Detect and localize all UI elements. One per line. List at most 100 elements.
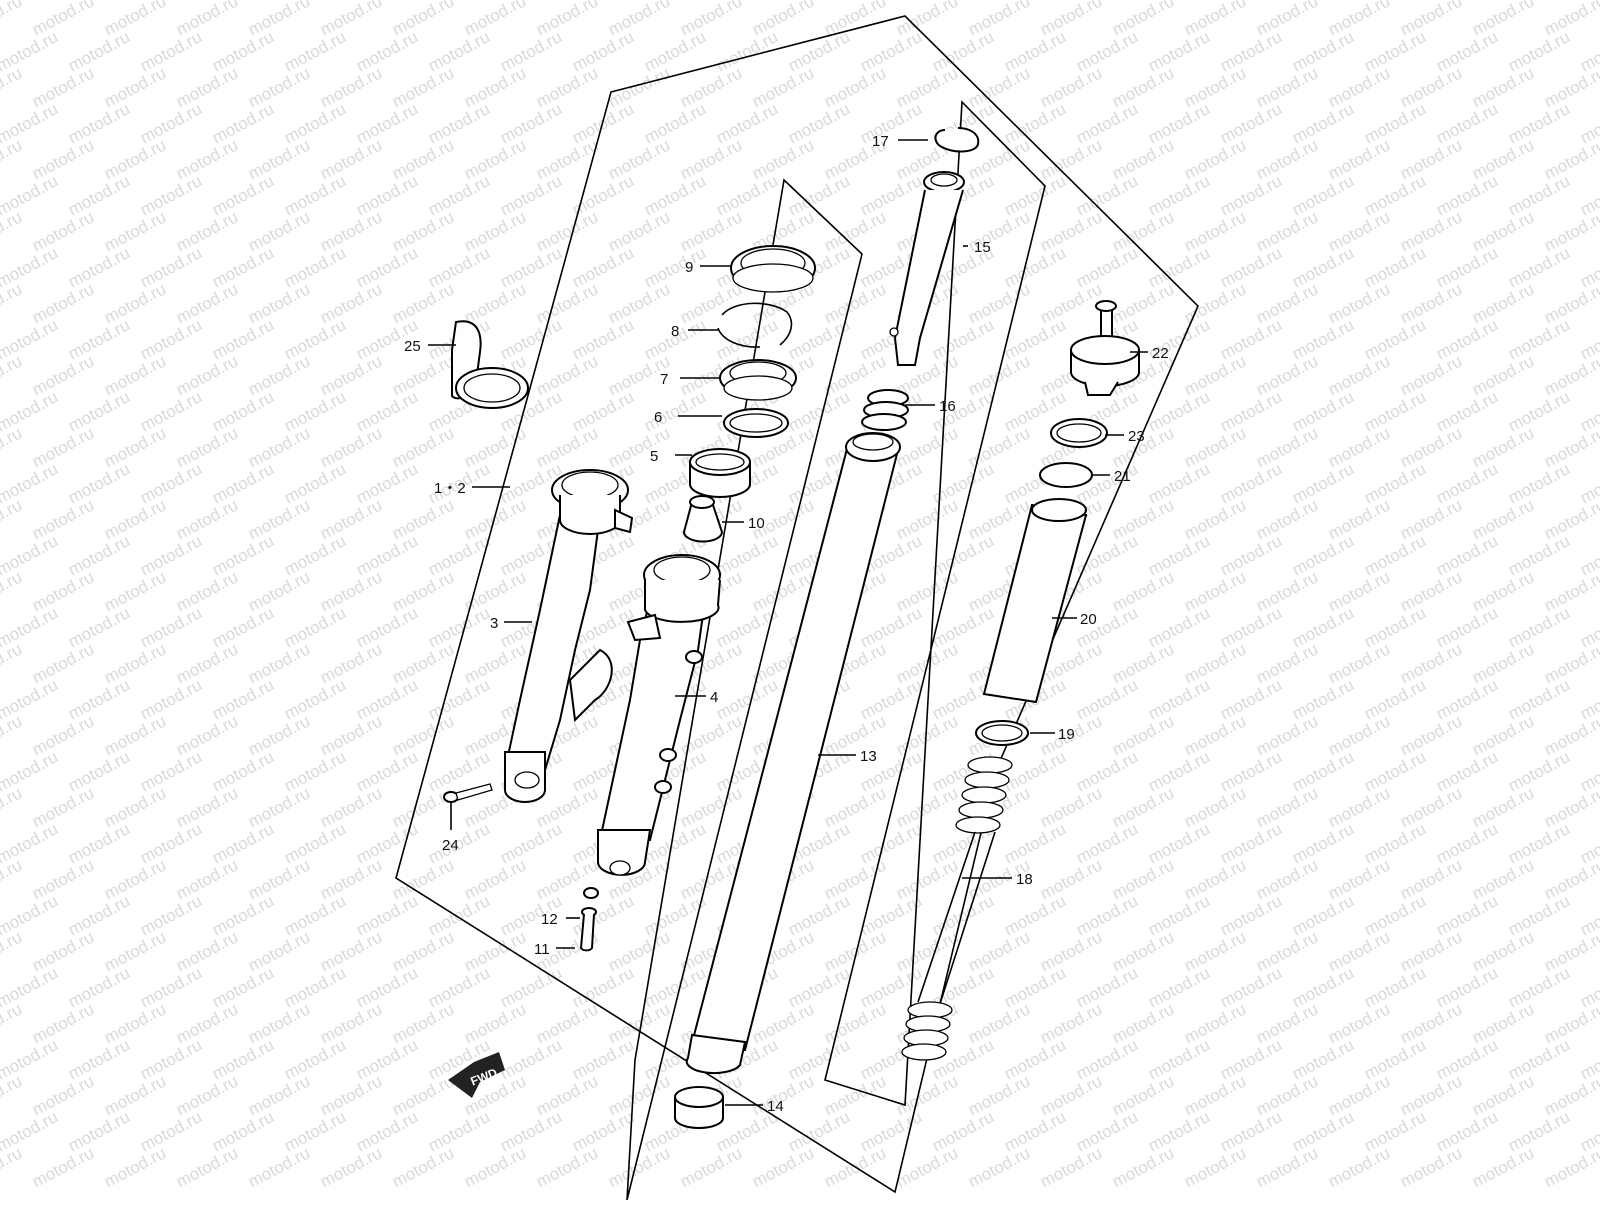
watermark-text: motod.ru xyxy=(209,27,277,75)
watermark-text: motod.ru xyxy=(497,99,565,147)
watermark-text: motod.ru xyxy=(1109,639,1177,687)
watermark-text: motod.ru xyxy=(533,423,601,471)
callout-21: 21 xyxy=(1114,468,1131,485)
watermark-text: motod.ru xyxy=(1541,207,1600,255)
watermark-text: motod.ru xyxy=(1541,135,1600,183)
watermark-text: motod.ru xyxy=(173,351,241,399)
watermark-text: motod.ru xyxy=(353,531,421,579)
watermark-text: motod.ru xyxy=(1217,675,1285,723)
watermark-text: motod.ru xyxy=(497,27,565,75)
watermark-text: motod.ru xyxy=(173,999,241,1047)
watermark-text: motod.ru xyxy=(281,819,349,867)
watermark-text: motod.ru xyxy=(1145,243,1213,291)
watermark-text: motod.ru xyxy=(1397,351,1465,399)
watermark-text: motod.ru xyxy=(281,459,349,507)
callout-7: 7 xyxy=(660,371,668,388)
watermark-text: motod.ru xyxy=(1001,243,1069,291)
watermark-text: motod.ru xyxy=(1541,999,1600,1047)
watermark-text: motod.ru xyxy=(1109,855,1177,903)
watermark-text: motod.ru xyxy=(65,315,133,363)
watermark-text: motod.ru xyxy=(1469,207,1537,255)
watermark-text: motod.ru xyxy=(317,495,385,543)
callout-13: 13 xyxy=(860,748,877,765)
watermark-text: motod.ru xyxy=(785,99,853,147)
watermark-text: motod.ru xyxy=(821,783,889,831)
watermark-text: motod.ru xyxy=(1469,999,1537,1047)
watermark-text: motod.ru xyxy=(1361,1107,1429,1155)
watermark-text: motod.ru xyxy=(1541,351,1600,399)
watermark-text: motod.ru xyxy=(1325,783,1393,831)
watermark-text: motod.ru xyxy=(281,675,349,723)
watermark-text: motod.ru xyxy=(353,387,421,435)
watermark-text: motod.ru xyxy=(1433,747,1501,795)
watermark-text: motod.ru xyxy=(245,711,313,759)
watermark-text: motod.ru xyxy=(1361,819,1429,867)
watermark-text: motod.ru xyxy=(461,1143,529,1191)
watermark-text: motod.ru xyxy=(389,639,457,687)
watermark-text: motod.ru xyxy=(1037,855,1105,903)
watermark-text: motod.ru xyxy=(1217,1035,1285,1083)
watermark-text: motod.ru xyxy=(137,675,205,723)
watermark-text: motod.ru xyxy=(1253,135,1321,183)
watermark-text: motod.ru xyxy=(1397,207,1465,255)
watermark-text: motod.ru xyxy=(137,171,205,219)
watermark-text: motod.ru xyxy=(1397,927,1465,975)
watermark-text: motod.ru xyxy=(569,1035,637,1083)
watermark-text: motod.ru xyxy=(425,531,493,579)
watermark-text: motod.ru xyxy=(1325,207,1393,255)
watermark-text: motod.ru xyxy=(1505,819,1573,867)
watermark-text: motod.ru xyxy=(1145,819,1213,867)
watermark-text: motod.ru xyxy=(1289,1035,1357,1083)
watermark-text: motod.ru xyxy=(29,351,97,399)
callout-8: 8 xyxy=(671,323,679,340)
watermark-text: motod.ru xyxy=(1469,135,1537,183)
callout-17: 17 xyxy=(872,133,889,150)
watermark-text: motod.ru xyxy=(317,1143,385,1191)
callout-12: 12 xyxy=(541,911,558,928)
watermark-text: motod.ru xyxy=(1073,819,1141,867)
damper-group-outline xyxy=(824,100,1046,1107)
watermark-text: motod.ru xyxy=(245,639,313,687)
watermark-text: motod.ru xyxy=(1181,855,1249,903)
watermark-text: motod.ru xyxy=(101,1071,169,1119)
watermark-text: motod.ru xyxy=(1253,927,1321,975)
part-5-guide-bushing xyxy=(689,448,751,498)
watermark-text: motod.ru xyxy=(1109,495,1177,543)
watermark-text: motod.ru xyxy=(317,783,385,831)
watermark-text: motod.ru xyxy=(1541,639,1600,687)
callout-1-2: 1・2 xyxy=(434,480,466,497)
watermark-text: motod.ru xyxy=(1289,99,1357,147)
watermark-text: motod.ru xyxy=(137,1107,205,1155)
watermark-text: motod.ru xyxy=(389,999,457,1047)
callout-18: 18 xyxy=(1016,871,1033,888)
watermark-text: motod.ru xyxy=(0,63,25,111)
watermark-text: motod.ru xyxy=(605,279,673,327)
watermark-text: motod.ru xyxy=(1433,27,1501,75)
watermark-text: motod.ru xyxy=(1109,135,1177,183)
watermark-text: motod.ru xyxy=(281,99,349,147)
watermark-text: motod.ru xyxy=(1433,243,1501,291)
watermark-text: motod.ru xyxy=(101,927,169,975)
watermark-text: motod.ru xyxy=(641,387,709,435)
watermark-text: motod.ru xyxy=(389,63,457,111)
watermark-text: motod.ru xyxy=(1397,279,1465,327)
watermark-text: motod.ru xyxy=(1181,639,1249,687)
part-23-o-ring xyxy=(1050,418,1108,448)
watermark-text: motod.ru xyxy=(965,495,1033,543)
watermark-text: motod.ru xyxy=(533,135,601,183)
watermark-text: motod.ru xyxy=(65,27,133,75)
watermark-text: motod.ru xyxy=(857,171,925,219)
watermark-text: motod.ru xyxy=(1433,819,1501,867)
watermark-text: motod.ru xyxy=(1289,603,1357,651)
watermark-text: motod.ru xyxy=(1181,711,1249,759)
watermark-text: motod.ru xyxy=(533,207,601,255)
watermark-text: motod.ru xyxy=(641,171,709,219)
watermark-text: motod.ru xyxy=(1073,531,1141,579)
part-13-inner-tube xyxy=(685,432,901,1075)
watermark-text: motod.ru xyxy=(1253,495,1321,543)
watermark-text: motod.ru xyxy=(173,63,241,111)
watermark-text: motod.ru xyxy=(1397,639,1465,687)
watermark-text: motod.ru xyxy=(785,315,853,363)
watermark-text: motod.ru xyxy=(29,1071,97,1119)
